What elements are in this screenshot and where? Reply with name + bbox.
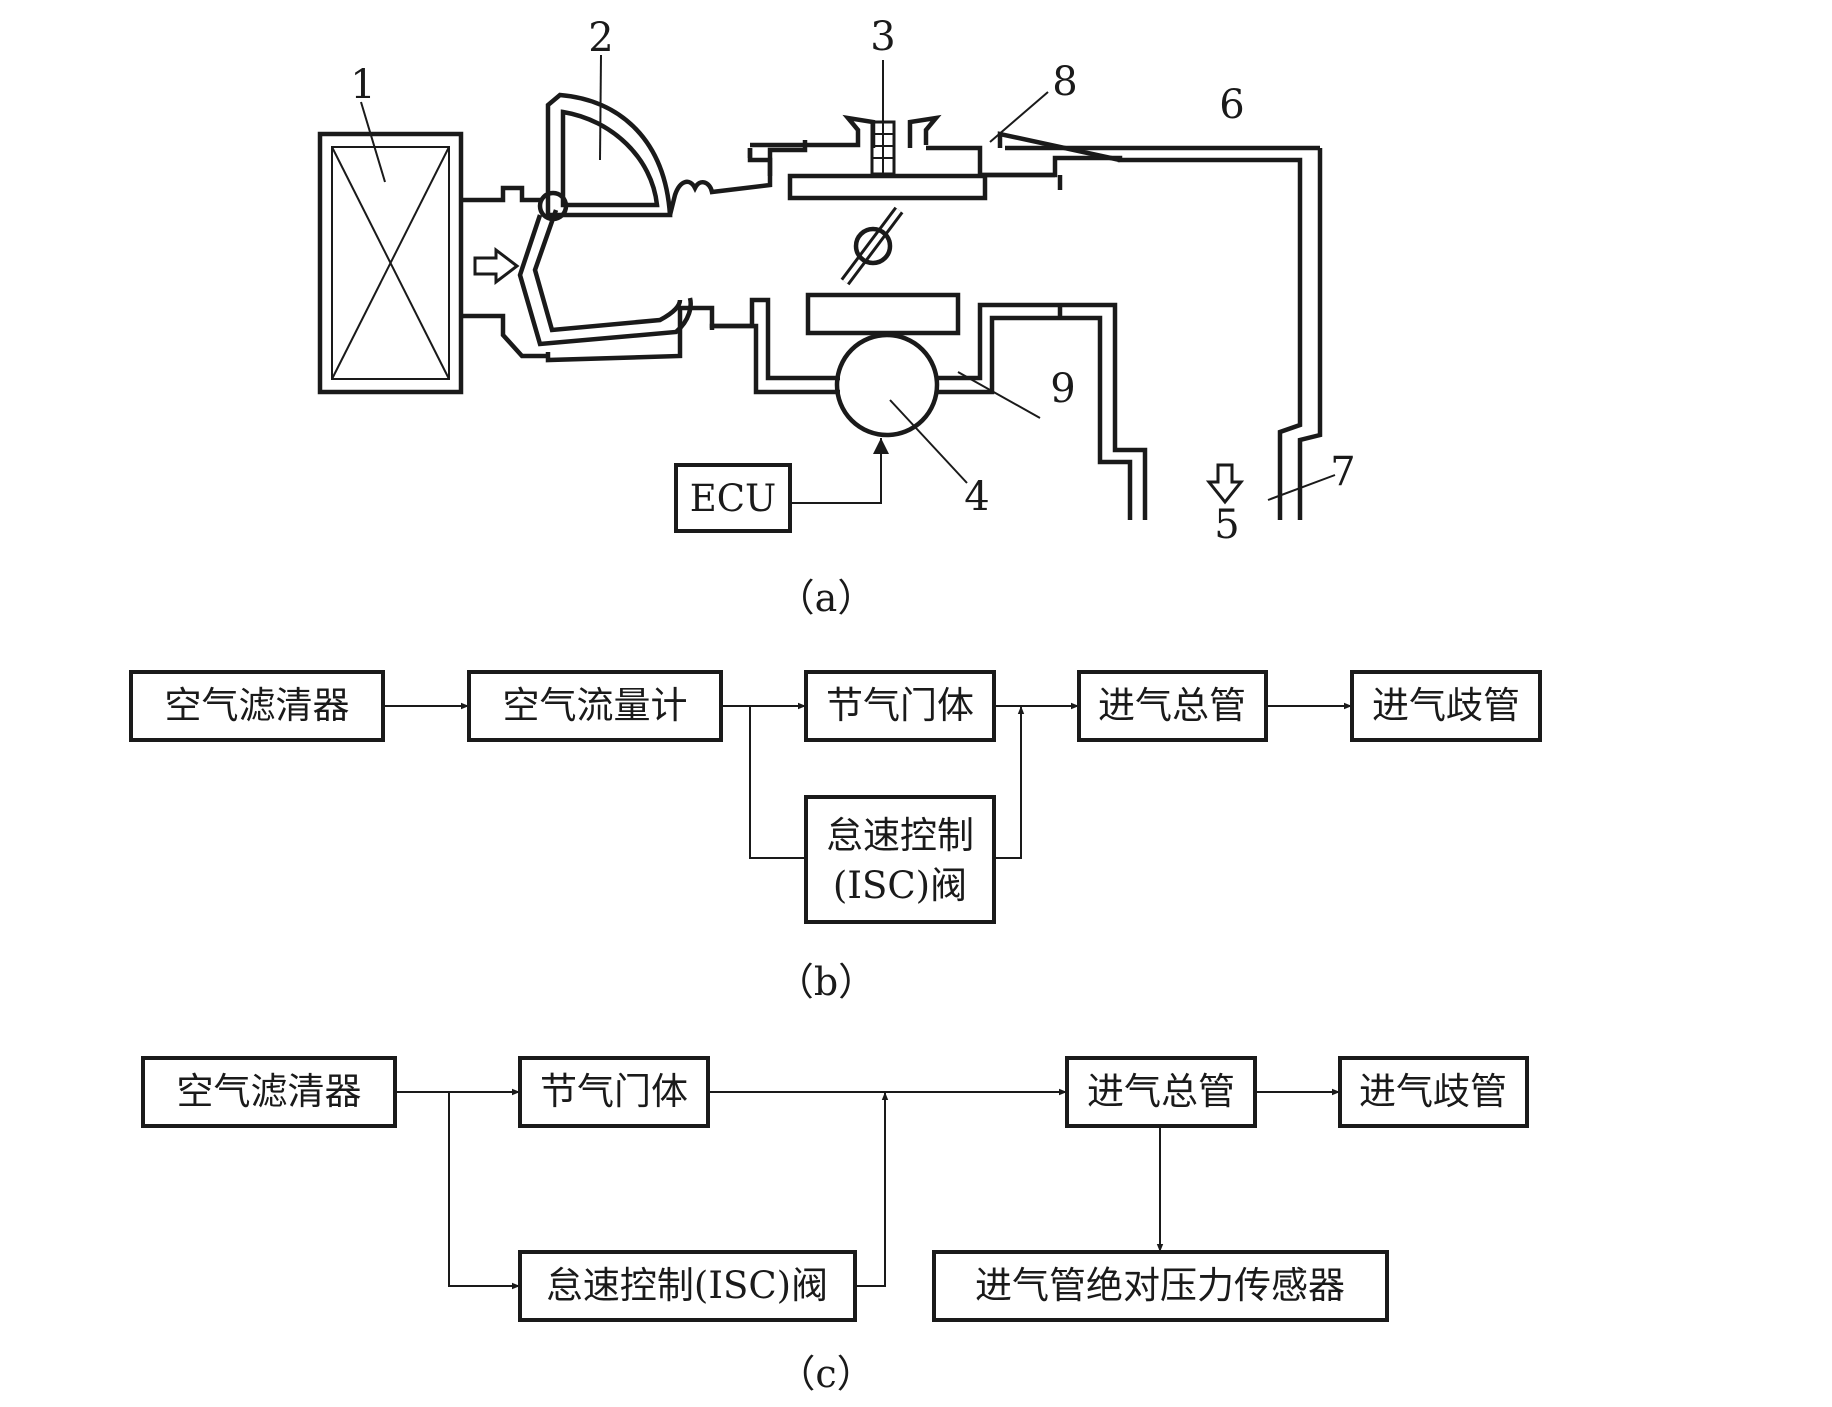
c-map-sensor-label: 进气管绝对压力传感器 [975, 1264, 1345, 1307]
caption-c: （c） [777, 1352, 874, 1396]
part-label-3: 3 [870, 14, 895, 60]
air-flow-meter [517, 92, 808, 363]
c-intake-manifold-box [1338, 1056, 1529, 1128]
c-air-filter-box [141, 1056, 397, 1128]
b-intake-manifold-box [1350, 670, 1542, 742]
diagram-b-flowchart: 空气滤清器 空气流量计 节气门体 进气总管 进气歧管 怠速控制 (ISC)阀 （… [129, 670, 1542, 1004]
b-throttle-body-label: 节气门体 [826, 684, 974, 727]
caption-b: （b） [776, 960, 876, 1004]
b-isc-valve-box [804, 795, 996, 924]
ecu-block: ECU [674, 438, 889, 533]
part-label-6: 6 [1219, 82, 1244, 128]
part-label-8: 8 [1052, 59, 1077, 105]
b-intake-manifold-label: 进气歧管 [1372, 684, 1520, 727]
c-map-sensor-box [932, 1250, 1389, 1322]
b-intake-plenum-label: 进气总管 [1098, 684, 1246, 727]
throttle-body [709, 60, 1323, 520]
part-label-5: 5 [1214, 502, 1239, 548]
part-label-2: 2 [588, 15, 613, 61]
b-isc-valve-label-2: (ISC)阀 [833, 864, 967, 907]
b-isc-valve-label-1: 怠速控制 [826, 814, 974, 857]
ecu-label: ECU [690, 477, 777, 520]
c-throttle-body-label: 节气门体 [540, 1070, 688, 1113]
filter-outlet-duct [461, 185, 548, 359]
air-flow-arrow-icon [473, 246, 520, 286]
outlet-arrow-icon [1205, 463, 1245, 505]
diagram-a-schematic: ECU 1 2 3 4 5 6 7 8 9 （a） [317, 14, 1356, 620]
diagram-c-flowchart: 空气滤清器 节气门体 进气总管 进气歧管 怠速控制(ISC)阀 进气管绝对压力传… [141, 1056, 1529, 1396]
b-air-filter-label: 空气滤清器 [165, 684, 350, 727]
c-isc-valve-label: 怠速控制(ISC)阀 [546, 1264, 828, 1307]
b-air-filter-box [129, 670, 385, 742]
c-air-filter-label: 空气滤清器 [177, 1070, 362, 1113]
c-intake-plenum-label: 进气总管 [1087, 1070, 1235, 1113]
isc-valve-circle [834, 332, 940, 438]
part-label-7: 7 [1330, 449, 1355, 495]
caption-a: （a） [777, 576, 876, 620]
air-filter-element [317, 131, 464, 395]
b-air-flow-meter-label: 空气流量计 [503, 684, 688, 727]
part-label-9: 9 [1050, 366, 1075, 412]
part-label-1: 1 [350, 62, 375, 108]
c-intake-manifold-label: 进气歧管 [1359, 1070, 1507, 1113]
part-label-4: 4 [964, 474, 989, 520]
